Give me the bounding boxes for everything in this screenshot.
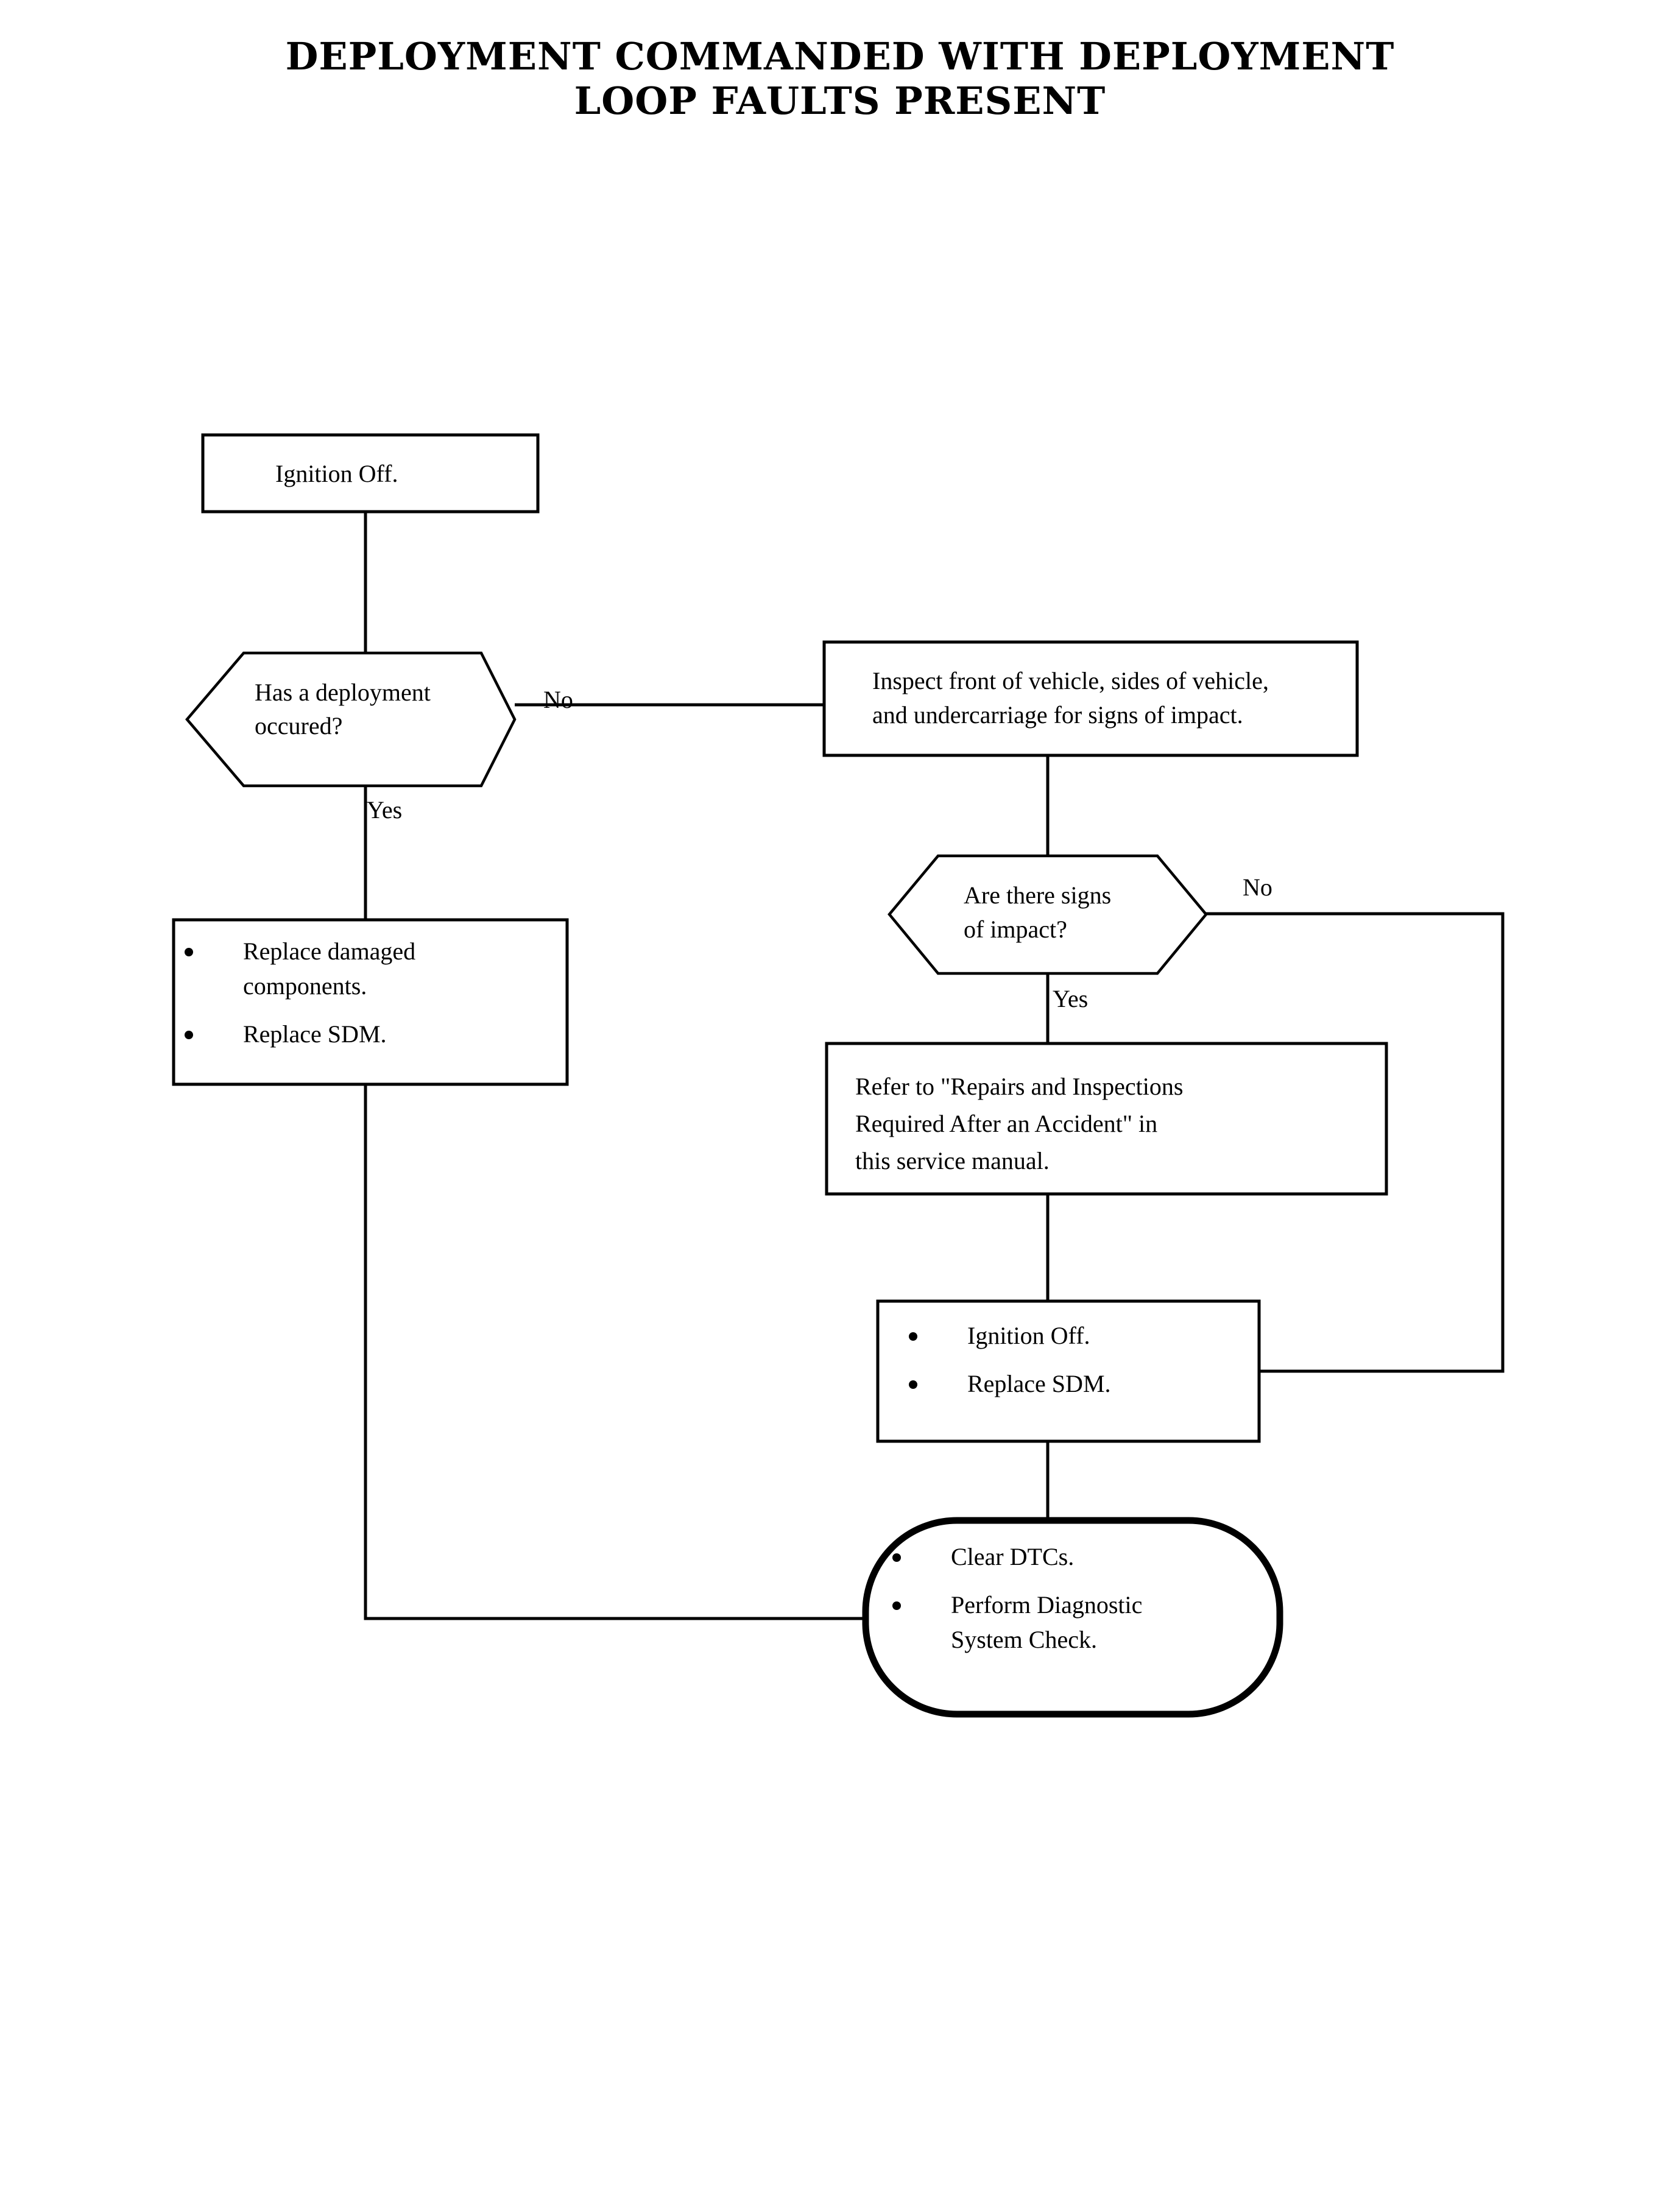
node-q2-shape	[888, 854, 1208, 975]
node-refer-shape	[825, 1042, 1388, 1196]
node-q1-shape	[185, 651, 517, 788]
page-title: DEPLOYMENT COMMANDED WITH DEPLOYMENT LOO…	[0, 34, 1680, 123]
node-q1-label-line-1: Has a deployment	[255, 679, 431, 706]
edge-label-q2-no: No	[1243, 874, 1272, 901]
page-title-line-1: DEPLOYMENT COMMANDED WITH DEPLOYMENT	[285, 34, 1395, 79]
node-refer-label-line-3: this service manual.	[855, 1147, 1050, 1174]
edge-label-q2-yes: Yes	[1053, 985, 1089, 1012]
bullet-icon	[185, 1030, 193, 1039]
node-replace-bullet-2: Replace SDM.	[243, 1020, 387, 1048]
bullet-icon	[892, 1553, 901, 1562]
node-end-bullet-1: Clear DTCs.	[951, 1543, 1075, 1570]
node-inspect-label-line-2: and undercarriage for signs of impact.	[872, 701, 1243, 729]
node-end-shape	[862, 1517, 1283, 1718]
edge-q2-no-to-sdm	[1206, 912, 1505, 1373]
list-item: Clear DTCs.	[892, 1540, 1270, 1575]
bullet-icon	[892, 1601, 901, 1610]
edge-label-q1-yes: Yes	[367, 796, 403, 824]
edge-replace-to-end	[364, 1084, 866, 1620]
node-q2-label-line-2: of impact?	[964, 916, 1067, 943]
node-end-bullets: Clear DTCs. Perform Diagnostic System Ch…	[892, 1540, 1270, 1657]
list-item: Replace SDM.	[185, 1017, 562, 1052]
bullet-icon	[185, 948, 193, 956]
page-title-line-2: LOOP FAULTS PRESENT	[574, 79, 1106, 124]
list-item: Replace damaged components.	[185, 934, 562, 1004]
node-sdm-bullets: Ignition Off. Replace SDM.	[909, 1319, 1250, 1402]
list-item: Perform Diagnostic System Check.	[892, 1588, 1270, 1658]
list-item: Replace SDM.	[909, 1367, 1250, 1402]
node-refer-label-line-1: Refer to "Repairs and Inspections	[855, 1073, 1184, 1100]
node-sdm-shape	[876, 1299, 1261, 1443]
edge-label-q1-no: No	[543, 686, 573, 713]
node-end-bullet-2: Perform Diagnostic System Check.	[951, 1590, 1143, 1653]
node-inspect-label-line-1: Inspect front of vehicle, sides of vehic…	[872, 667, 1269, 694]
node-replace-bullet-1: Replace damaged components.	[243, 937, 416, 1000]
node-start-shape	[201, 433, 540, 514]
node-q2-label-line-1: Are there signs	[964, 881, 1112, 909]
node-replace-bullets: Replace damaged components. Replace SDM.	[185, 934, 562, 1051]
bullet-icon	[909, 1380, 917, 1389]
node-inspect-shape	[822, 640, 1359, 757]
node-refer-label-line-2: Required After an Accident" in	[855, 1110, 1158, 1137]
node-sdm-bullet-1: Ignition Off.	[967, 1322, 1090, 1349]
node-start-label: Ignition Off.	[275, 460, 398, 487]
list-item: Ignition Off.	[909, 1319, 1250, 1354]
node-replace-shape	[172, 918, 569, 1086]
node-q1-label-line-2: occured?	[255, 712, 343, 740]
bullet-icon	[909, 1332, 917, 1341]
node-sdm-bullet-2: Replace SDM.	[967, 1369, 1111, 1397]
